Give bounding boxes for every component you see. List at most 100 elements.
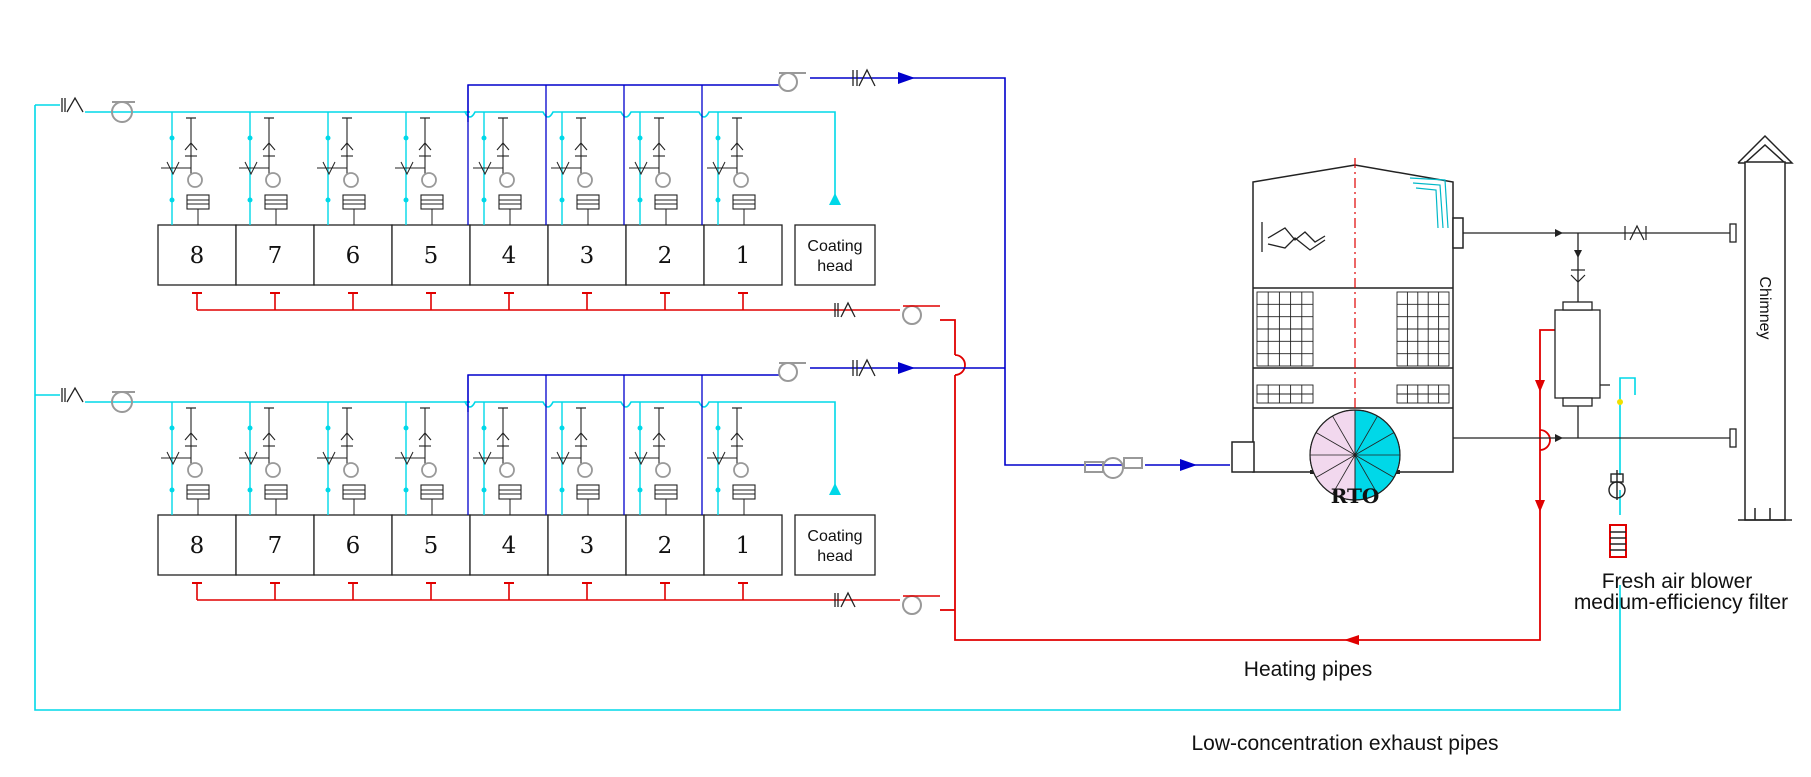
fan-icon — [655, 172, 671, 188]
chamber-box — [547, 514, 627, 576]
coating-head-exhaust-arrow — [829, 193, 841, 205]
chamber-box — [313, 224, 393, 286]
chamber-box — [625, 224, 705, 286]
heating-pipes-label: Heating pipes — [1244, 658, 1372, 681]
fresh-air-label-line2: medium-efficiency filter — [1574, 591, 1788, 614]
filter-icon — [342, 484, 366, 500]
damper-icon — [652, 432, 666, 441]
fan-icon — [343, 462, 359, 478]
chamber-number: 4 — [502, 243, 517, 269]
damper-icon — [262, 142, 276, 151]
coating-head-box — [794, 224, 876, 286]
filter-icon — [732, 484, 756, 500]
voc-flow-arrow-2 — [898, 362, 915, 374]
chamber-box — [391, 224, 471, 286]
chamber-number: 2 — [658, 243, 673, 269]
chamber-number: 2 — [658, 533, 673, 559]
damper-icon — [730, 142, 744, 151]
rto-main-fan-icon — [1084, 457, 1143, 479]
damper-icon — [340, 432, 354, 441]
fan-icon — [733, 462, 749, 478]
fan-icon — [265, 462, 281, 478]
damper-icon — [496, 142, 510, 151]
filter-icon — [576, 484, 600, 500]
medium-efficiency-filter-icon — [1609, 524, 1627, 558]
voc-check-valves — [852, 68, 876, 377]
chamber-number: 8 — [190, 533, 205, 559]
fan-icon — [577, 172, 593, 188]
junction-dot — [1617, 399, 1623, 405]
filter-icon — [264, 194, 288, 210]
exhaust-header-bridged — [463, 111, 836, 197]
heating-main-pipe — [940, 319, 1555, 641]
fresh-air-blower-icon — [1608, 470, 1626, 500]
heating-down-arrow-2 — [1535, 500, 1545, 512]
rto-label: RTO — [1331, 484, 1380, 508]
filter-icon — [576, 194, 600, 210]
damper-icon — [496, 432, 510, 441]
chamber-number: 6 — [346, 533, 361, 559]
outlet-arrow-2 — [1555, 434, 1563, 442]
chamber-box — [625, 514, 705, 576]
coating-head-label-line1: Coating — [807, 528, 862, 545]
damper-icon — [184, 142, 198, 151]
voc-flow-arrow-3 — [1180, 459, 1197, 471]
voc-flow-arrow-1 — [898, 72, 915, 84]
filter-icon — [186, 194, 210, 210]
fan-icon — [187, 462, 203, 478]
filter-icon — [420, 484, 444, 500]
chamber-box — [469, 224, 549, 286]
fan-icon — [733, 172, 749, 188]
filter-icon — [654, 484, 678, 500]
outlet-arrow-1 — [1555, 229, 1563, 237]
chamber-number: 3 — [580, 243, 595, 269]
valve-spoke — [1332, 454, 1356, 495]
filter-icon — [732, 194, 756, 210]
damper-icon — [730, 432, 744, 441]
outlet-check-valves — [1570, 224, 1647, 283]
damper-icon — [340, 142, 354, 151]
filter-icon — [186, 484, 210, 500]
damper-icon — [652, 142, 666, 151]
damper-icon — [262, 432, 276, 441]
chamber-box — [157, 224, 237, 286]
coating-head-label-line2: head — [817, 258, 853, 275]
valve-spoke — [1354, 432, 1395, 456]
voc-fan-icons — [778, 72, 806, 382]
fan-icon — [577, 462, 593, 478]
damper-icon — [184, 432, 198, 441]
rto-burner-icon — [1261, 222, 1326, 252]
chamber-number: 7 — [268, 243, 283, 269]
rto-unit — [1231, 164, 1464, 474]
outlet-arrow-3 — [1574, 250, 1582, 258]
valve-spoke — [1332, 415, 1356, 456]
coating-head-label-line1: Coating — [807, 238, 862, 255]
fan-icon — [343, 172, 359, 188]
fan-icon — [655, 462, 671, 478]
chimney — [1737, 134, 1794, 521]
chamber-number: 3 — [580, 533, 595, 559]
exhaust-header-bridged — [463, 401, 836, 487]
filter-icon — [420, 194, 444, 210]
chamber-number: 8 — [190, 243, 205, 269]
chamber-box — [157, 514, 237, 576]
filter-icon — [654, 194, 678, 210]
exhaust-pipes-label: Low-concentration exhaust pipes — [1191, 732, 1498, 755]
damper-icon — [574, 432, 588, 441]
fan-icon — [902, 305, 922, 325]
filter-icon — [498, 484, 522, 500]
exhaust-inlet-check-valves — [61, 96, 84, 403]
valve-spoke — [1354, 454, 1378, 495]
heat-exchanger — [1554, 301, 1610, 407]
coating-head-box — [794, 514, 876, 576]
coating-head-exhaust-arrow — [829, 483, 841, 495]
valve-spoke — [1315, 454, 1356, 478]
chimney-label: Chimney — [1756, 276, 1773, 339]
fan-icon — [499, 172, 515, 188]
chamber-box — [703, 224, 783, 286]
fan-icon — [187, 172, 203, 188]
filter-icon — [342, 194, 366, 210]
valve-spoke — [1354, 415, 1378, 456]
